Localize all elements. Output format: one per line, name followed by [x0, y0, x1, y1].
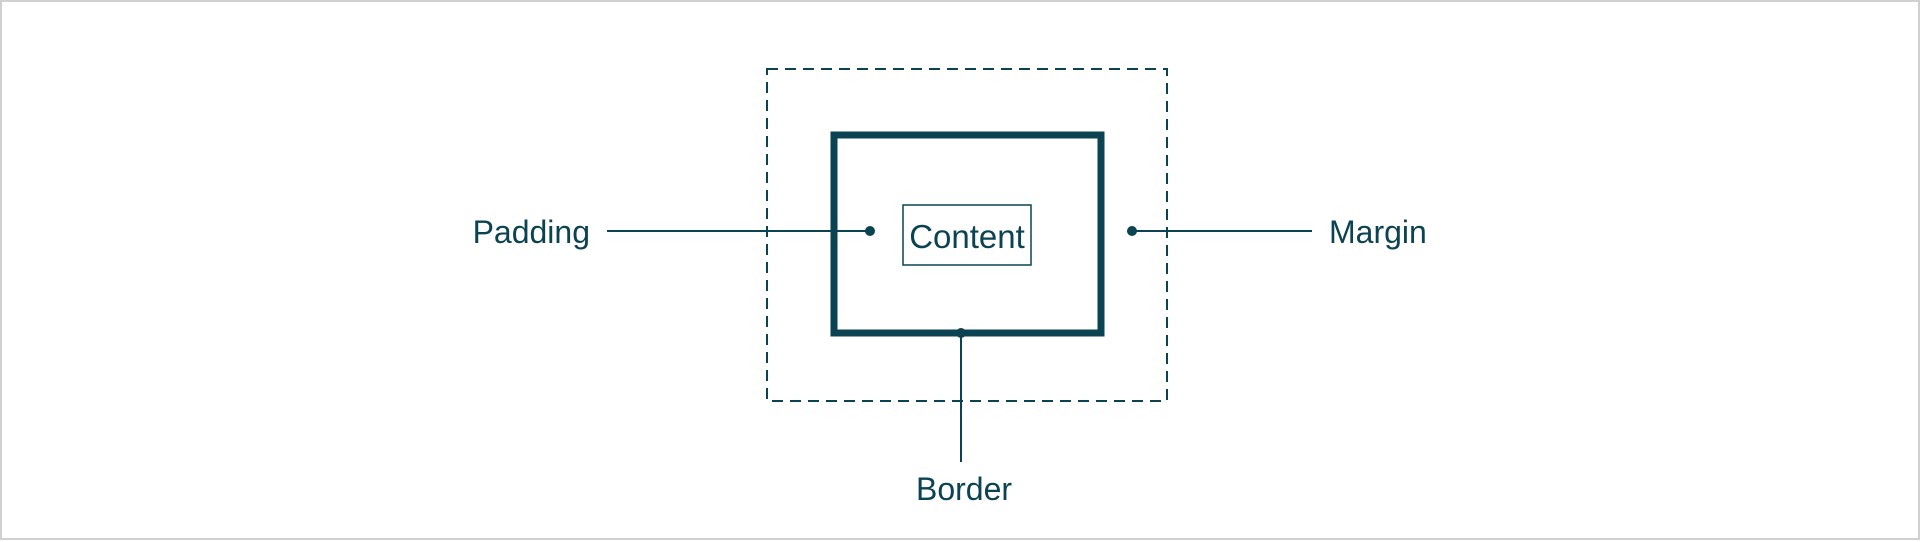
margin-label: Margin: [1329, 214, 1427, 250]
padding-label: Padding: [473, 214, 590, 250]
content-label: Content: [909, 218, 1025, 255]
padding-marker-dot: [865, 226, 875, 236]
margin-box: [766, 68, 1168, 402]
border-box: [830, 131, 1105, 337]
content-box: [902, 204, 1032, 266]
border-label: Border: [916, 471, 1012, 507]
margin-marker-dot: [1127, 226, 1137, 236]
border-marker-dot: [956, 328, 966, 338]
